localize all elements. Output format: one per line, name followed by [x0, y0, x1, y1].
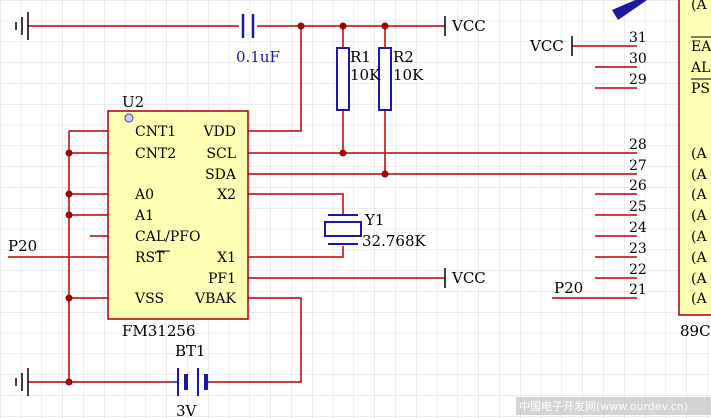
r1-value-label: 10K [350, 66, 381, 84]
chip-part-label: FM31256 [122, 322, 195, 340]
mcu-pin-name-26: (A [691, 187, 707, 203]
chip-pin-scl: SCL [206, 146, 236, 162]
chip-pin-sda: SDA [205, 167, 237, 183]
chip-pin-a0: A0 [134, 187, 154, 203]
chip-pin-pf1: PF1 [208, 271, 236, 287]
chip-pin-cal-pfo: CAL/PFO [135, 229, 200, 245]
resistor-r2 [378, 47, 392, 111]
crystal-ref-label: Y1 [364, 211, 384, 229]
junctions [65, 22, 389, 386]
mcu-pin-num-22: 22 [629, 262, 647, 278]
chip-pin-rst: RST [135, 250, 165, 266]
mcu-body [678, 0, 711, 316]
net-vcc-mcu: VCC [529, 37, 564, 55]
capacitor-c [239, 14, 257, 38]
mcu-pin-name-psen: PS [691, 81, 710, 97]
watermark-text: 中国电子开发网(www.ourdev.cn) [519, 399, 688, 413]
battery-bt1 [172, 368, 210, 396]
mcu-pin-top-name: (A [691, 0, 707, 13]
mcu-pin-num-29: 29 [629, 72, 647, 88]
cap-value-label: 0.1uF [236, 48, 280, 66]
vcc-symbols [444, 16, 573, 288]
crystal-y1 [324, 214, 362, 245]
mcu-pin-num-27: 27 [629, 158, 647, 174]
net-vcc-pf1: VCC [451, 269, 486, 287]
chip-pin1-marker [124, 113, 134, 123]
mcu-corner-mark [612, 0, 648, 20]
r1-ref-label: R1 [350, 48, 371, 66]
mcu-pin-name-23: (A [691, 250, 707, 266]
chip-pin-cnt1: CNT1 [135, 124, 176, 140]
mcu-pin-name-25: (A [691, 208, 707, 224]
mcu-pin-num-21: 21 [629, 282, 647, 298]
mcu-pin-num-30: 30 [629, 51, 647, 67]
mcu-pin-name-27: (A [691, 167, 707, 183]
mcu-pin-name-ea: EA [691, 39, 711, 55]
chip-ref-label: U2 [122, 93, 144, 111]
chip-pin-cnt2: CNT2 [135, 146, 176, 162]
battery-ref-label: BT1 [175, 342, 206, 360]
mcu-pin-name-28: (A [691, 146, 707, 162]
mcu-pin-num-25: 25 [629, 199, 647, 215]
chip-pin-vbak: VBAK [194, 291, 237, 307]
crystal-value-label: 32.768K [362, 232, 426, 250]
mcu-pin-num-28: 28 [629, 137, 647, 153]
mcu-pin-num-31: 31 [629, 30, 647, 46]
chip-pin-a1: A1 [134, 208, 154, 224]
resistor-r1 [336, 47, 350, 111]
mcu-pin-name-ale: AL [690, 60, 710, 76]
wires [8, 25, 637, 383]
net-vcc-top: VCC [451, 17, 486, 35]
r2-value-label: 10K [393, 66, 424, 84]
watermark-background [516, 397, 711, 415]
chip-pin-vdd: VDD [202, 124, 236, 140]
mcu-pin-num-24: 24 [629, 220, 647, 236]
ground-symbol-bottom [15, 368, 29, 396]
chip-pin-vss: VSS [134, 291, 164, 307]
net-p20-right: P20 [554, 279, 583, 297]
mcu-pin-num-26: 26 [629, 178, 647, 194]
mcu-pin-name-22: (A [691, 271, 707, 287]
mcu-part-label: 89C [680, 322, 711, 340]
mcu-pin-name-24: (A [691, 229, 707, 245]
r2-ref-label: R2 [393, 48, 414, 66]
ground-symbol-top [15, 12, 29, 40]
chip-pin-x2: X2 [217, 187, 236, 203]
net-p20-left: P20 [8, 237, 37, 255]
battery-value-label: 3V [176, 402, 198, 418]
chip-pin-x1: X1 [217, 250, 236, 266]
mcu-pin-name-21: (A [691, 291, 707, 307]
mcu-pin-num-23: 23 [629, 241, 647, 257]
chip-fm31256-body [107, 110, 249, 320]
